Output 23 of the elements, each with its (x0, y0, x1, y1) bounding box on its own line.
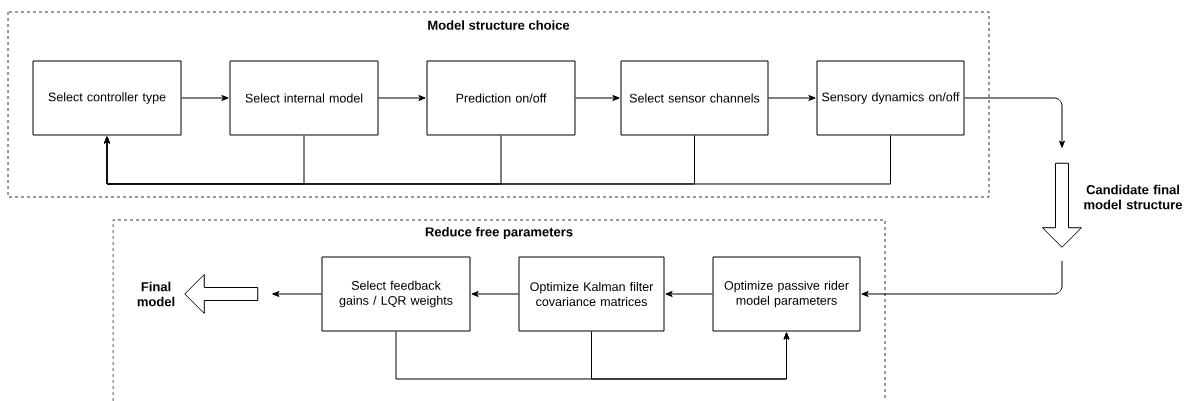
process-box: Optimize Kalman filter covariance matrices (518, 256, 665, 332)
arrow (665, 291, 713, 297)
arrow (471, 291, 519, 297)
process-box: Select controller type (32, 60, 182, 136)
arrow (181, 95, 229, 101)
process-box: Sensory dynamics on/off (816, 60, 965, 136)
arrow-caption: Final model (137, 281, 175, 307)
process-box: Select feedback gains / LQR weights (321, 256, 471, 332)
arrow (768, 95, 816, 101)
process-box: Select internal model (229, 60, 379, 136)
group-title: Reduce free parameters (425, 226, 573, 240)
process-box: Select sensor channels (620, 60, 769, 136)
process-box: Prediction on/off (426, 60, 576, 136)
arrow (861, 260, 1063, 297)
group-title: Model structure choice (428, 20, 570, 30)
arrow (575, 95, 620, 101)
process-box: Optimize passive rider model parameters (712, 256, 861, 332)
arrow (272, 291, 322, 297)
arrow (964, 97, 1065, 148)
arrow (104, 135, 891, 185)
arrow (378, 95, 426, 101)
arrow (591, 331, 790, 380)
arrow-caption: Candidate final model structure (1084, 184, 1183, 210)
